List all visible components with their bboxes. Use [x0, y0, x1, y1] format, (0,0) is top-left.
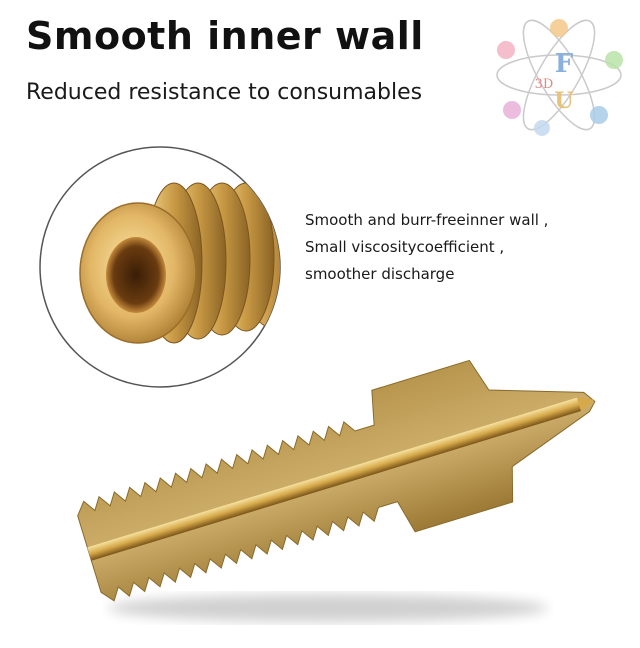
- logo-letter-top: F: [555, 49, 574, 79]
- logo-letter-bottom: U: [554, 88, 573, 114]
- nozzle-cross-section-image: [77, 359, 596, 622]
- page-subtitle: Reduced resistance to consumables: [26, 80, 423, 105]
- nozzle-bore: [106, 237, 166, 313]
- atom-logo: F 3D U: [496, 19, 623, 136]
- page-title: Smooth inner wall: [26, 14, 424, 58]
- description-line: Small viscositycoefficient ,: [305, 238, 505, 256]
- nozzle-closeup-image: [39, 146, 281, 388]
- description-line: smoother discharge: [305, 265, 455, 283]
- feature-description: Smooth and burr-freeinner wall , Small v…: [305, 207, 548, 288]
- description-line: Smooth and burr-freeinner wall ,: [305, 211, 549, 229]
- logo-letter-mid: 3D: [535, 77, 554, 92]
- nozzle-inner-channel: [87, 397, 582, 561]
